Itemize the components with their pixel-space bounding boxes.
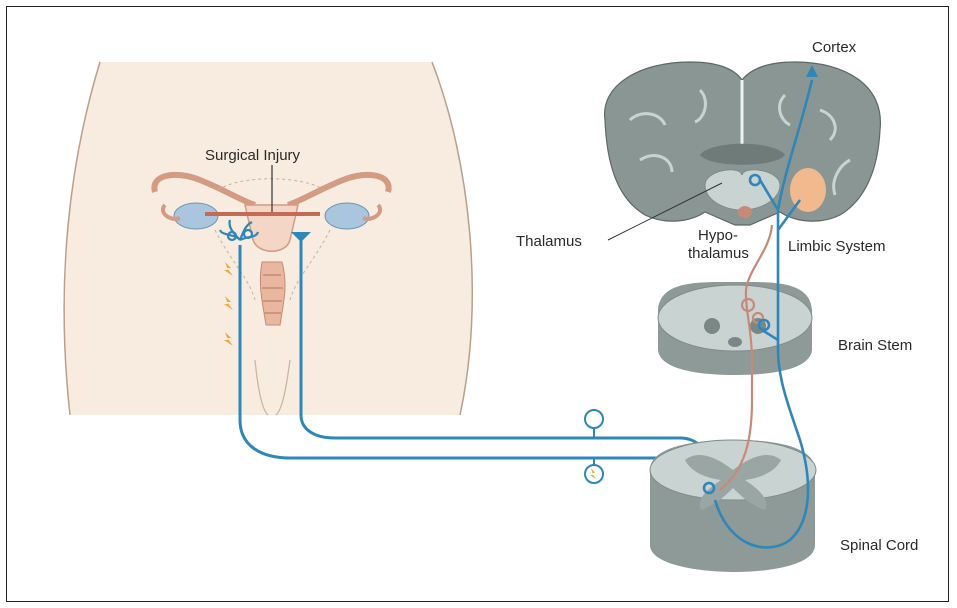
thalamus-label: Thalamus xyxy=(516,233,582,250)
cortex-label: Cortex xyxy=(812,39,857,56)
hypothalamus-label-line1: Hypo- xyxy=(698,227,738,244)
hypothalamus-label-line2: thalamus xyxy=(688,245,749,262)
brain-section xyxy=(605,62,881,225)
surgical-injury-label: Surgical Injury xyxy=(205,147,301,164)
spinal-cord xyxy=(650,440,816,572)
spinal-cord-label: Spinal Cord xyxy=(840,537,918,554)
brain-stem xyxy=(658,282,812,375)
limbic-system-label: Limbic System xyxy=(788,238,886,255)
brain-stem-label: Brain Stem xyxy=(838,337,912,354)
